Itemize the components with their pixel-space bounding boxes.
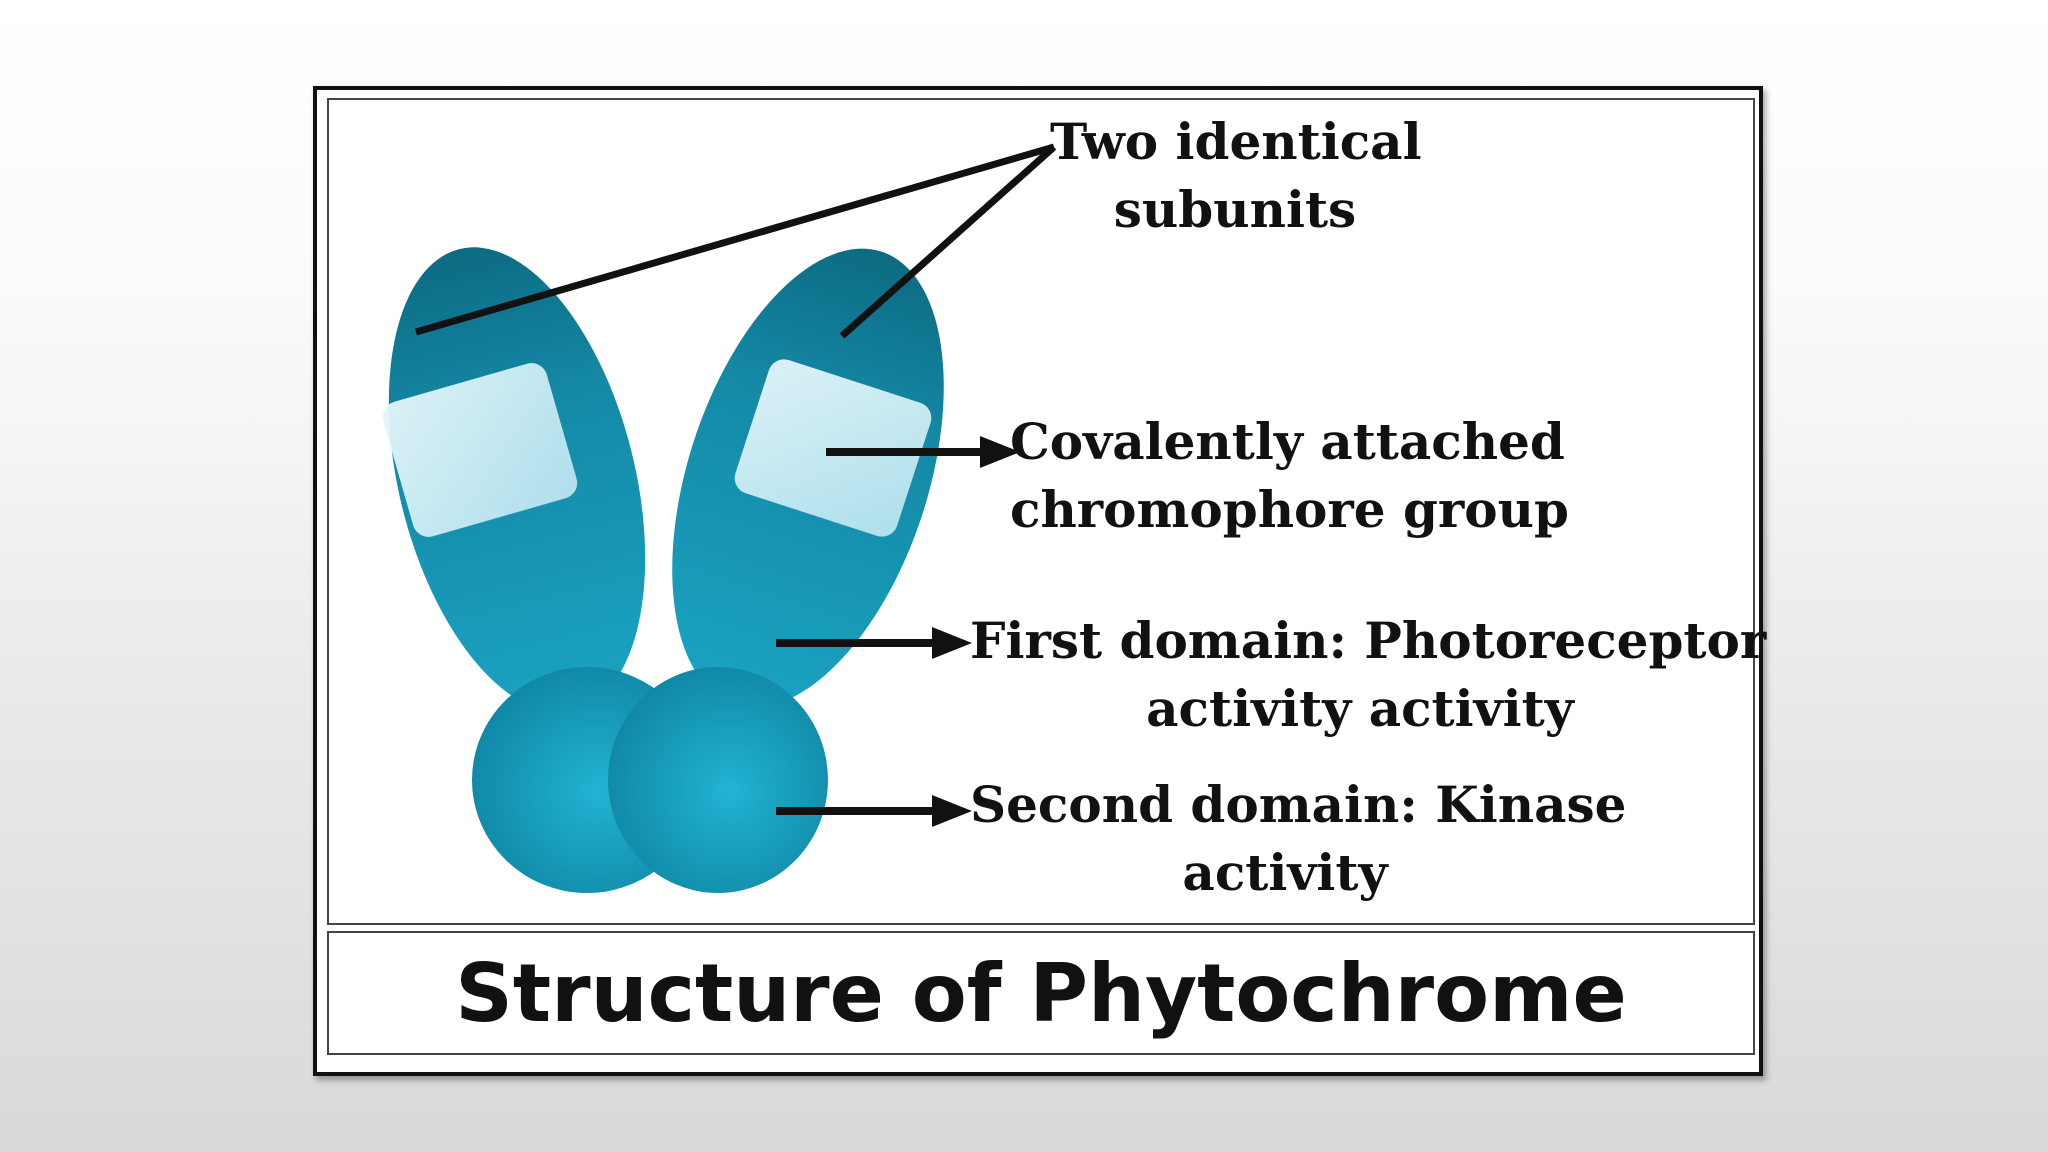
chromophore-label-line2: chromophore group xyxy=(1010,480,1569,539)
first-domain-label-line2: activity activity xyxy=(1146,679,1574,738)
subunits-label-line2: subunits xyxy=(1113,180,1357,239)
left-chromophore xyxy=(382,363,578,537)
right-domain-circle xyxy=(608,667,828,893)
caption-box: Structure of Phytochrome xyxy=(327,931,1755,1055)
second-domain-label: Second domain: Kinase activity xyxy=(970,771,1627,907)
subunits-label-line1: Two identical xyxy=(1050,112,1422,171)
first-domain-label-line1: First domain: Photoreceptor xyxy=(970,611,1767,670)
subunits-label: Two identical subunits xyxy=(1050,108,1422,244)
subunit-pointer-left xyxy=(415,143,1055,336)
second-domain-label-line2: activity xyxy=(1182,843,1388,902)
first-domain-label: First domain: Photoreceptor activity act… xyxy=(970,607,1767,743)
second-domain-label-line1: Second domain: Kinase xyxy=(970,775,1627,834)
subunit-pointer-right xyxy=(839,144,1057,339)
diagram-panel xyxy=(327,98,1755,925)
second-domain-arrow xyxy=(776,795,972,827)
chromophore-arrow xyxy=(826,436,1020,468)
diagram-caption: Structure of Phytochrome xyxy=(455,946,1627,1040)
chromophore-label: Covalently attached chromophore group xyxy=(1010,408,1569,544)
first-domain-arrow xyxy=(776,627,972,659)
chromophore-label-line1: Covalently attached xyxy=(1010,412,1565,471)
